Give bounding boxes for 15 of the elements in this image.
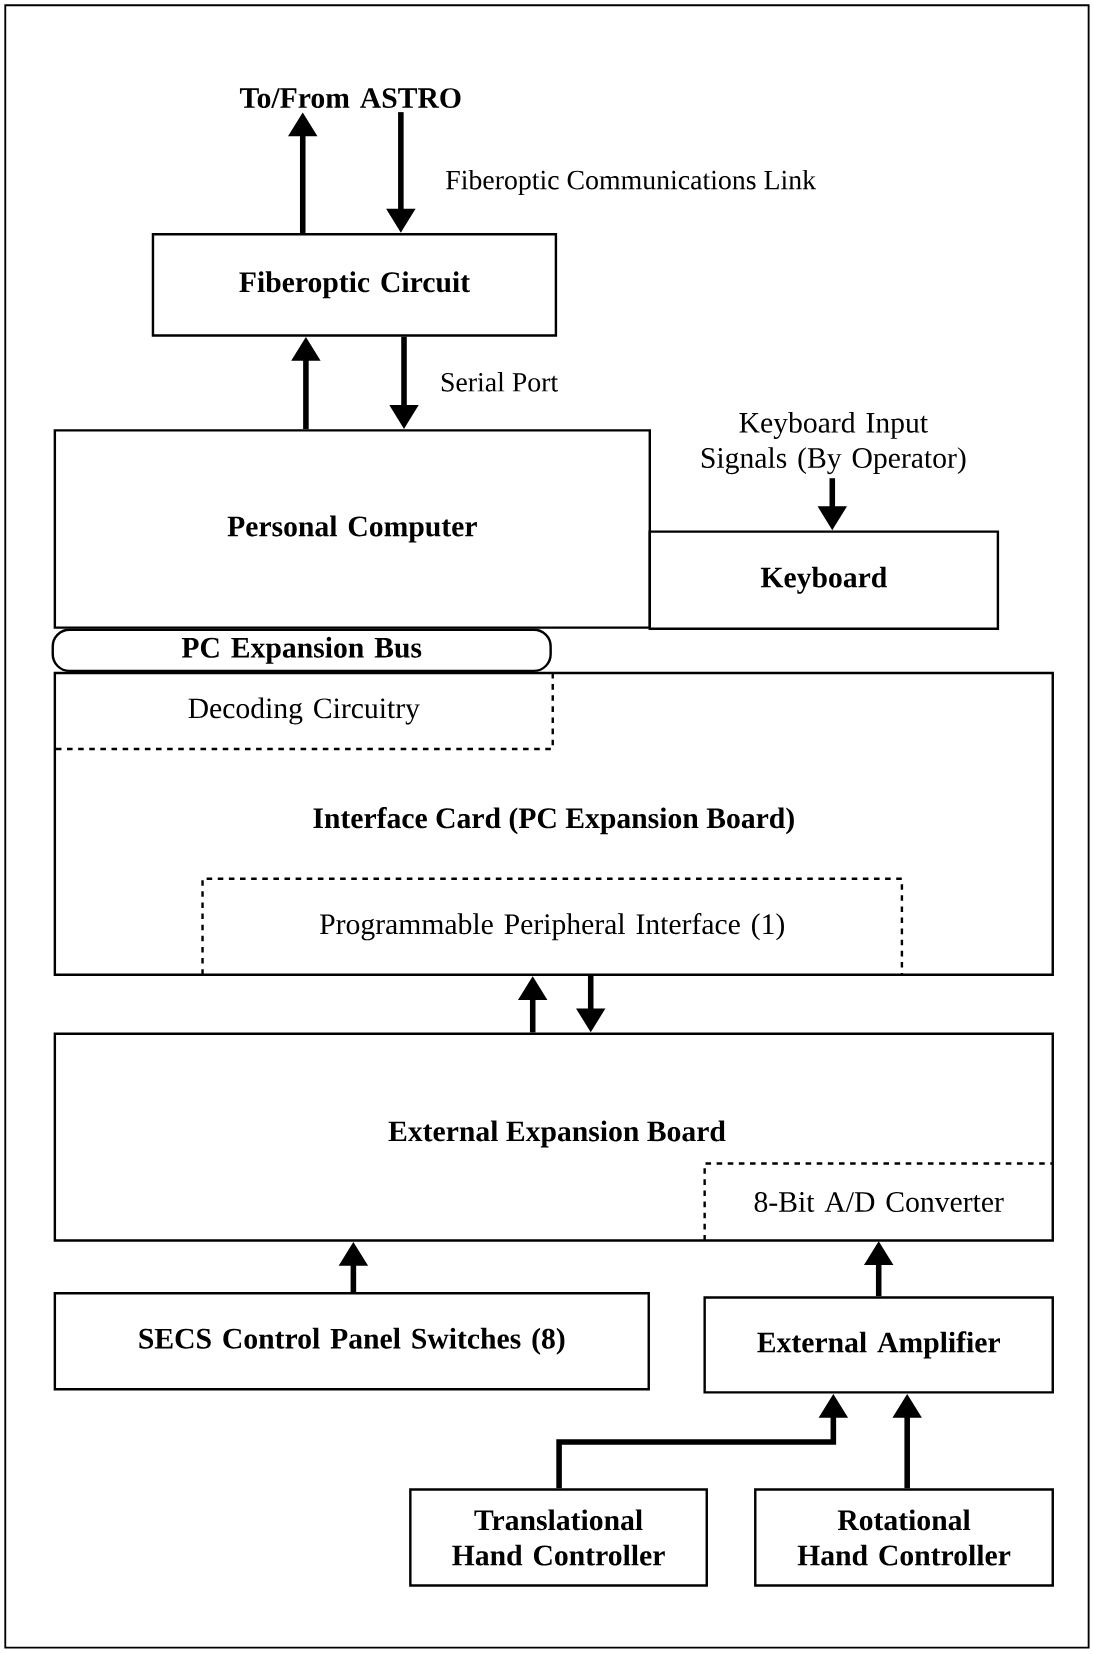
bus-band: PC Expansion Bus: [51, 628, 552, 673]
edge-label: Fiberoptic Communications Link: [446, 169, 817, 196]
process-box: Fiberoptic Circuit: [151, 232, 558, 337]
process-box: Keyboard: [648, 530, 1000, 630]
heading-text: To/From ASTRO: [240, 88, 461, 109]
process-box: Personal Computer: [53, 429, 652, 629]
heading-text: Keyboard Input Signals (By Operator): [701, 411, 966, 475]
dashed-region: 8-Bit A/D Converter: [703, 1162, 1053, 1241]
process-box: Translational Hand Controller: [409, 1488, 708, 1587]
dashed-region: Decoding Circuitry: [54, 673, 554, 751]
edge-label: Serial Port: [441, 372, 559, 392]
process-box: External Amplifier: [703, 1296, 1054, 1394]
dashed-region: Programmable Peripheral Interface (1): [201, 877, 904, 975]
process-box: Rotational Hand Controller: [754, 1488, 1054, 1587]
process-box: SECS Control Panel Switches (8): [53, 1292, 650, 1391]
